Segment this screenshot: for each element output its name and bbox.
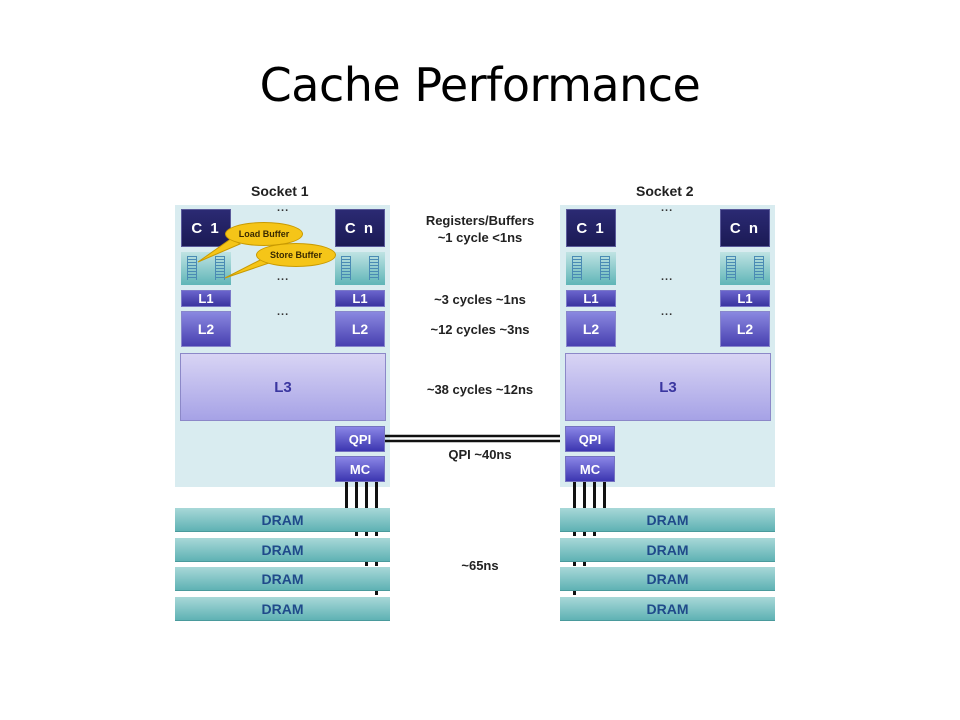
registers-latency: ~1 cycle <1ns — [437, 230, 523, 245]
socket-2-label: Socket 2 — [636, 183, 694, 199]
store-buffer-callout: Store Buffer — [256, 243, 336, 267]
socket-1-core-n-buffers — [335, 252, 385, 285]
channel-dot — [365, 532, 368, 536]
socket-1-mc: MC — [335, 456, 385, 482]
socket-1-core-1-l1: L1 — [181, 290, 231, 307]
socket-1-core-1-l2: L2 — [181, 311, 231, 347]
dram-latency-label: ~65ns — [461, 558, 499, 573]
memory-channel-pin — [375, 482, 378, 508]
socket-1-core-n-l1: L1 — [335, 290, 385, 307]
socket-2-qpi: QPI — [565, 426, 615, 452]
socket-1-dram-2: DRAM — [175, 538, 390, 562]
ellipsis: ... — [661, 306, 674, 318]
channel-dot — [375, 532, 378, 536]
socket-2-core-n-l1: L1 — [720, 290, 770, 307]
ellipsis: ... — [661, 271, 674, 283]
l1-latency-label: ~3 cycles ~1ns — [434, 292, 526, 307]
registers-latency-label: Registers/Buffers ~1 cycle <1ns — [400, 212, 560, 246]
socket-1-dram-3: DRAM — [175, 567, 390, 591]
socket-2-l3: L3 — [565, 353, 771, 421]
channel-dot — [375, 562, 378, 566]
socket-2-core-1-l1: L1 — [566, 290, 616, 307]
socket-2-core-n-l2: L2 — [720, 311, 770, 347]
memory-channel-pin — [345, 482, 348, 508]
ellipsis: ... — [661, 202, 674, 214]
registers-title: Registers/Buffers — [425, 213, 535, 228]
memory-channel-pin — [593, 482, 596, 508]
l3-latency-label: ~38 cycles ~12ns — [426, 382, 534, 397]
socket-1-core-n: C n — [335, 209, 385, 247]
socket-1-core-1: C 1 — [181, 209, 231, 247]
load-buffer-callout: Load Buffer — [225, 222, 303, 246]
channel-dot — [375, 591, 378, 595]
memory-channel-pin — [573, 482, 576, 508]
memory-channel-pin — [603, 482, 606, 508]
socket-1-label: Socket 1 — [251, 183, 309, 199]
channel-dot — [573, 532, 576, 536]
ellipsis: ... — [277, 306, 290, 318]
channel-dot — [583, 532, 586, 536]
socket-1-dram-4: DRAM — [175, 597, 390, 621]
channel-dot — [573, 591, 576, 595]
socket-1-qpi: QPI — [335, 426, 385, 452]
socket-2-core-n: C n — [720, 209, 770, 247]
channel-dot — [365, 562, 368, 566]
socket-2-dram-1: DRAM — [560, 508, 775, 532]
socket-2-dram-4: DRAM — [560, 597, 775, 621]
socket-2-core-1: C 1 — [566, 209, 616, 247]
qpi-latency-label: QPI ~40ns — [448, 447, 512, 462]
socket-2-core-1-buffers — [566, 252, 616, 285]
socket-2-core-n-buffers — [720, 252, 770, 285]
socket-2-core-1-l2: L2 — [566, 311, 616, 347]
channel-dot — [593, 532, 596, 536]
socket-1-l3: L3 — [180, 353, 386, 421]
memory-channel-pin — [365, 482, 368, 508]
channel-dot — [583, 562, 586, 566]
socket-2-dram-3: DRAM — [560, 567, 775, 591]
memory-channel-pin — [355, 482, 358, 508]
ellipsis: ... — [277, 202, 290, 214]
l2-latency-label: ~12 cycles ~3ns — [430, 322, 530, 337]
slide-title: Cache Performance — [259, 58, 701, 112]
ellipsis: ... — [277, 271, 290, 283]
socket-2-mc: MC — [565, 456, 615, 482]
channel-dot — [573, 562, 576, 566]
socket-2-dram-2: DRAM — [560, 538, 775, 562]
memory-channel-pin — [583, 482, 586, 508]
socket-1-core-n-l2: L2 — [335, 311, 385, 347]
channel-dot — [355, 532, 358, 536]
socket-1-dram-1: DRAM — [175, 508, 390, 532]
